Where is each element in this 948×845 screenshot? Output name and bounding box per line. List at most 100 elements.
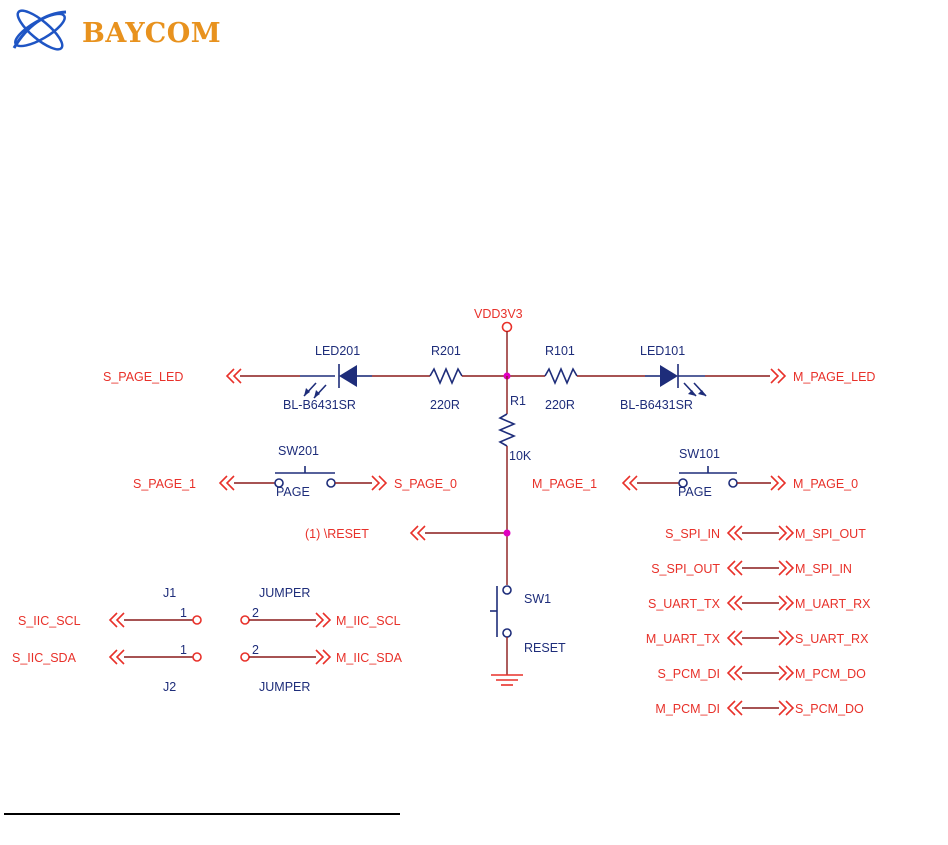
vdd3v3-label: VDD3V3 [474,307,523,321]
bus-link-row: S_SPI_OUT M_SPI_IN [651,560,852,576]
r1-value: 10K [509,449,532,463]
r101-value: 220R [545,398,575,412]
bus-link-left-net: S_PCM_DI [657,667,720,681]
left-offpage-arrow [726,525,736,541]
bus-link-right-net: M_SPI_IN [795,562,852,576]
right-offpage-arrow [785,560,795,576]
m-page-led-net: M_PAGE_LED [793,370,875,384]
s-page-1-net: S_PAGE_1 [133,477,196,491]
r101-ref: R101 [545,344,575,358]
left-offpage-arrow [733,665,743,681]
j2-value: JUMPER [259,680,310,694]
right-offpage-arrow [778,665,788,681]
m-page-0-net: M_PAGE_0 [793,477,858,491]
logo-text: BAYCOM [82,18,222,49]
reset-net: (1) \RESET [305,527,369,541]
r1-ref: R1 [510,394,526,408]
sw101-symbol [678,466,738,488]
sw1-value: RESET [524,641,566,655]
j2-ref: J2 [163,680,176,694]
j1-value: JUMPER [259,586,310,600]
led101-symbol [645,364,707,397]
sw201-ref: SW201 [278,444,319,458]
j2-pin1: 1 [180,643,187,657]
j2-pin2: 2 [252,643,259,657]
vdd3v3-terminal [501,321,513,333]
right-offpage-arrow [785,665,795,681]
m-iic-sda-net: M_IIC_SDA [336,651,403,665]
led201-ref: LED201 [315,344,360,358]
sw201-symbol [274,466,336,488]
j2-pin1-terminal [192,652,202,662]
left-offpage-arrow [733,595,743,611]
led201-part: BL-B6431SR [283,398,356,412]
bus-link-right-net: S_PCM_DO [795,702,864,716]
sw101-value: PAGE [678,485,712,499]
left-offpage-arrow [726,665,736,681]
j1-pin1-terminal [192,615,202,625]
bus-link-left-net: M_UART_TX [646,632,721,646]
bus-links: S_SPI_IN M_SPI_OUT S_SPI_OUT M_SPI_IN S_UART… [646,525,871,716]
right-offpage-arrow [778,595,788,611]
right-offpage-arrow [785,595,795,611]
bus-link-left-net: S_UART_TX [648,597,721,611]
r1-symbol [497,413,517,447]
bus-link-right-net: M_SPI_OUT [795,527,866,541]
footnote-rule [4,813,400,815]
r101-symbol [544,366,578,386]
bus-link-right-net: M_PCM_DO [795,667,866,681]
right-offpage-arrow [778,700,788,716]
j1-pin2-terminal [240,615,250,625]
left-offpage-arrow [726,700,736,716]
m-page-1-net: M_PAGE_1 [532,477,597,491]
baycom-logo: BAYCOM [4,4,264,60]
left-offpage-arrow [726,595,736,611]
led101-part: BL-B6431SR [620,398,693,412]
baycom-swoosh-icon [12,9,67,51]
j1-pin2: 2 [252,606,259,620]
bus-link-right-net: S_UART_RX [795,632,869,646]
left-offpage-arrow [733,560,743,576]
j1-ref: J1 [163,586,176,600]
s-page-0-net: S_PAGE_0 [394,477,457,491]
ground-symbol [491,674,523,686]
left-offpage-arrow [733,525,743,541]
led201-symbol [300,364,372,399]
r201-symbol [429,366,463,386]
bus-link-left-net: S_SPI_OUT [651,562,720,576]
sw1-symbol [490,585,512,638]
right-offpage-arrow [785,630,795,646]
j1-pin1: 1 [180,606,187,620]
bus-link-row: M_UART_TX S_UART_RX [646,630,869,646]
left-offpage-arrow [726,560,736,576]
right-offpage-arrow [778,630,788,646]
r201-ref: R201 [431,344,461,358]
right-offpage-arrow [778,525,788,541]
m-iic-scl-net: M_IIC_SCL [336,614,401,628]
right-offpage-arrow [785,525,795,541]
bus-link-left-net: M_PCM_DI [655,702,720,716]
s-iic-sda-net: S_IIC_SDA [12,651,77,665]
left-offpage-arrow [733,630,743,646]
s-iic-scl-net: S_IIC_SCL [18,614,81,628]
left-offpage-arrow [726,630,736,646]
bus-link-right-net: M_UART_RX [795,597,871,611]
r201-value: 220R [430,398,460,412]
bus-link-row: S_SPI_IN M_SPI_OUT [665,525,866,541]
s-page-led-net: S_PAGE_LED [103,370,183,384]
sw1-ref: SW1 [524,592,551,606]
j2-pin2-terminal [240,652,250,662]
bus-link-row: S_PCM_DI M_PCM_DO [657,665,866,681]
bus-link-left-net: S_SPI_IN [665,527,720,541]
right-offpage-arrow [778,560,788,576]
right-offpage-arrow [785,700,795,716]
sw201-value: PAGE [276,485,310,499]
sw101-ref: SW101 [679,447,720,461]
reset-junction-dot [503,529,511,537]
bus-link-row: M_PCM_DI S_PCM_DO [655,700,864,716]
left-offpage-arrow [733,700,743,716]
led101-ref: LED101 [640,344,685,358]
bus-link-row: S_UART_TX M_UART_RX [648,595,871,611]
